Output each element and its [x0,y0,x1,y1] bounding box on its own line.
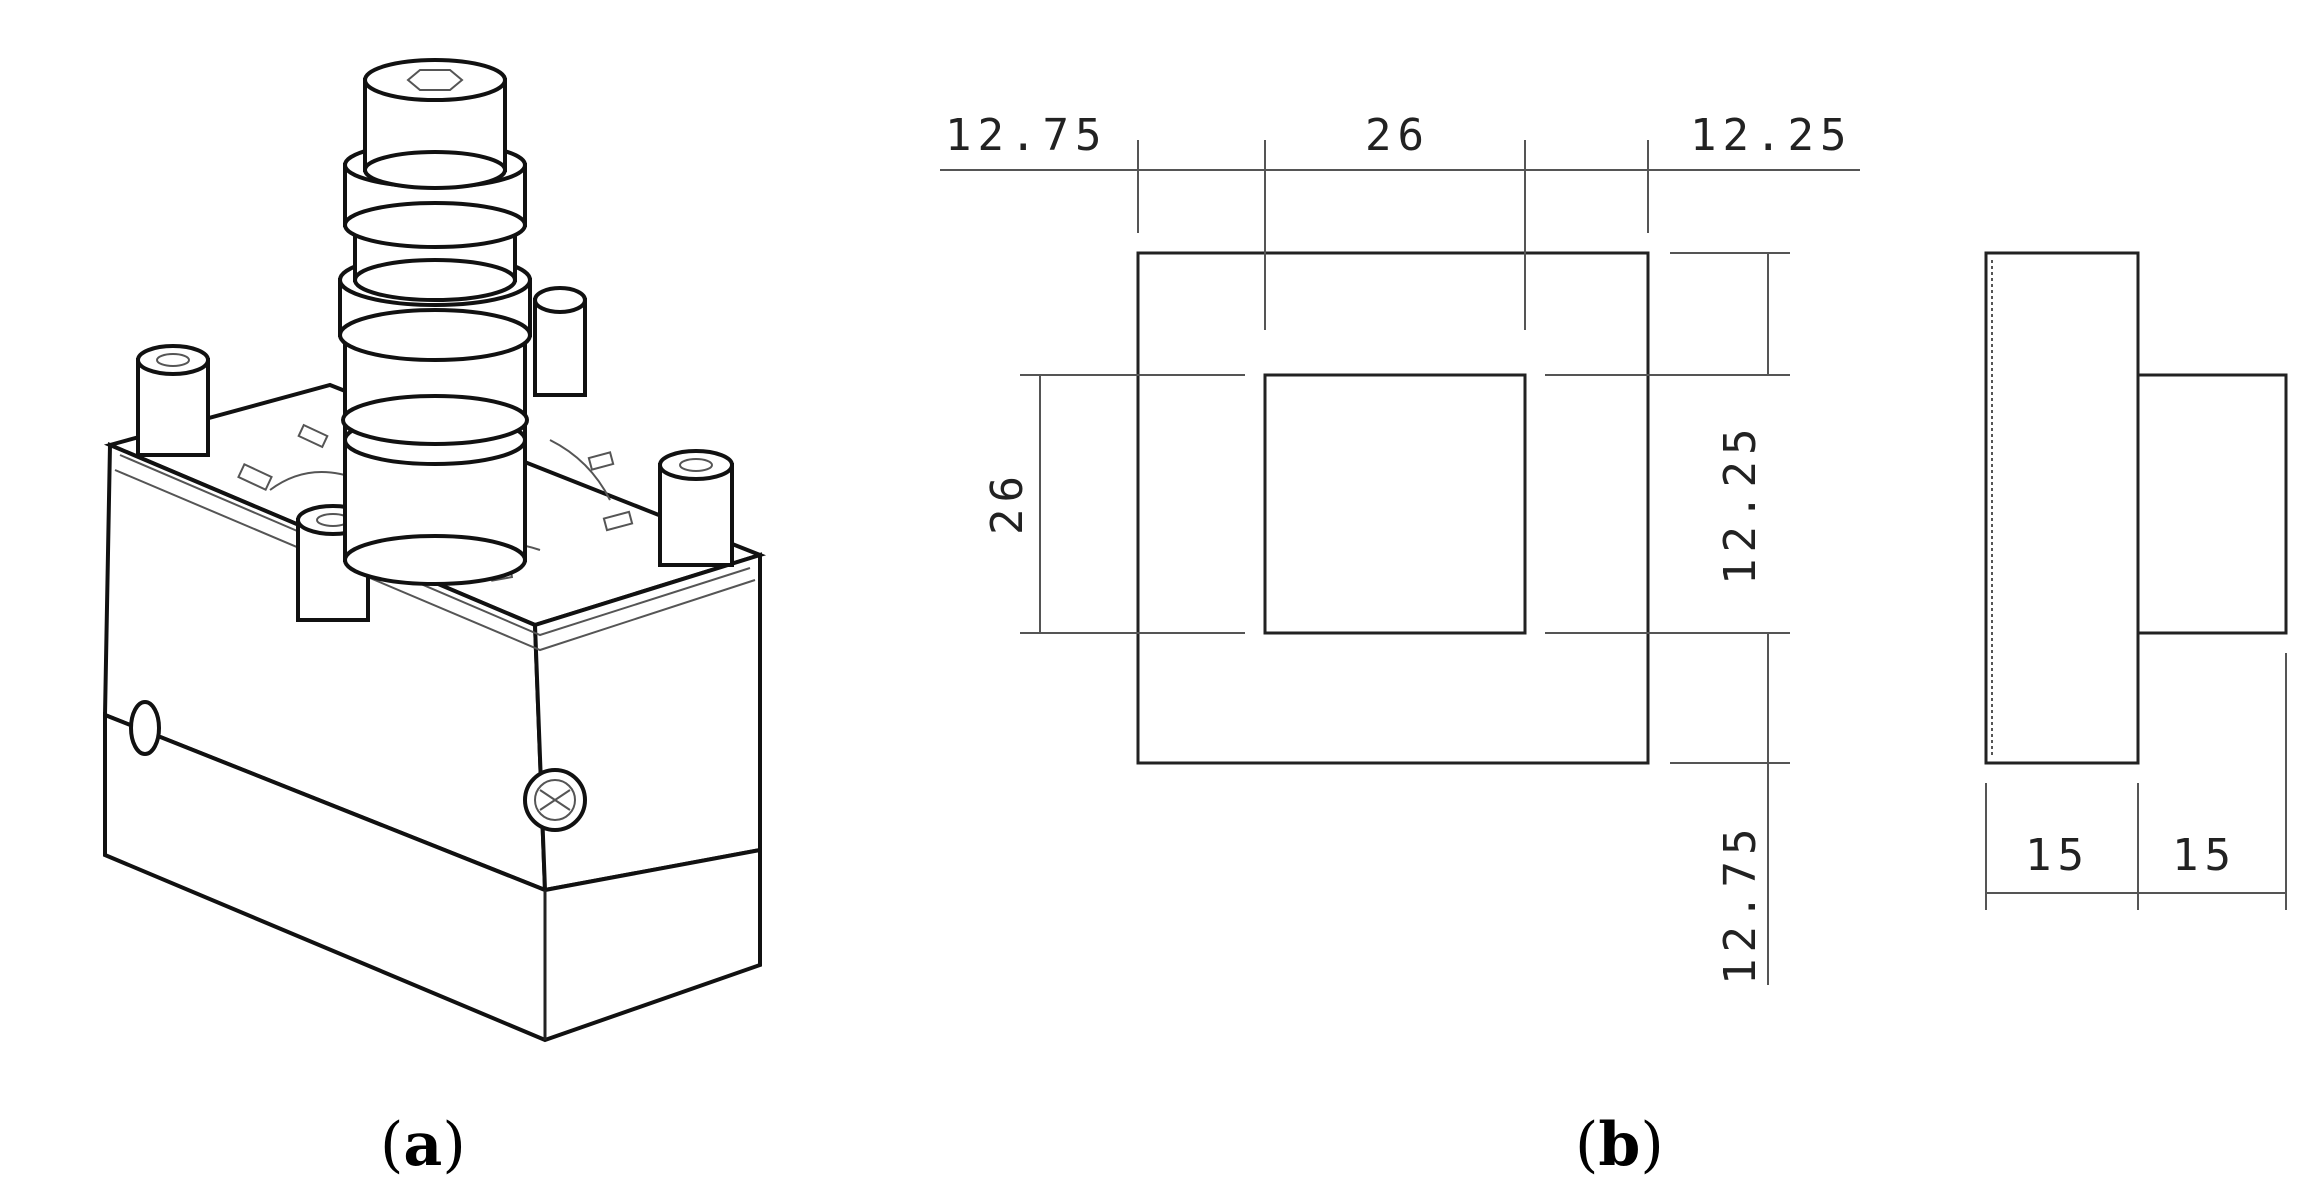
side-screw-front [523,768,587,832]
caption-panel-b-letter: b [1598,1110,1641,1180]
dim-side-left: 15 [2025,830,2090,881]
dim-side-right: 15 [2172,830,2237,881]
side-view-drawing: 15 15 [1984,251,2288,910]
dim-top-middle: 26 [1365,110,1430,161]
front-view-drawing: 12.75 26 12.25 26 12.25 12.75 [940,110,1860,985]
central-pin-column [338,58,532,586]
corner-standoff-left [136,344,210,457]
corner-standoff-back [533,286,587,397]
corner-standoff-right [658,449,734,567]
isometric-fixture-drawing [102,58,767,1043]
dim-right-upper: 12.25 [1715,423,1766,585]
dim-right-lower: 12.75 [1715,823,1766,985]
dim-top-left: 12.75 [945,110,1107,161]
side-hole-left [129,700,161,756]
dimension-lines [1039,169,1769,985]
dim-top-right: 12.25 [1690,110,1852,161]
inner-square-outline [1263,373,1527,635]
outer-plate-outline [1136,251,1650,765]
dim-left-vertical: 26 [982,470,1033,535]
side-boss-outline [2136,373,2288,635]
caption-panel-a-letter: a [403,1110,443,1180]
side-plate-outline [1984,251,2140,765]
caption-panel-a: (a) [380,1110,466,1180]
caption-panel-b: (b) [1575,1110,1664,1180]
